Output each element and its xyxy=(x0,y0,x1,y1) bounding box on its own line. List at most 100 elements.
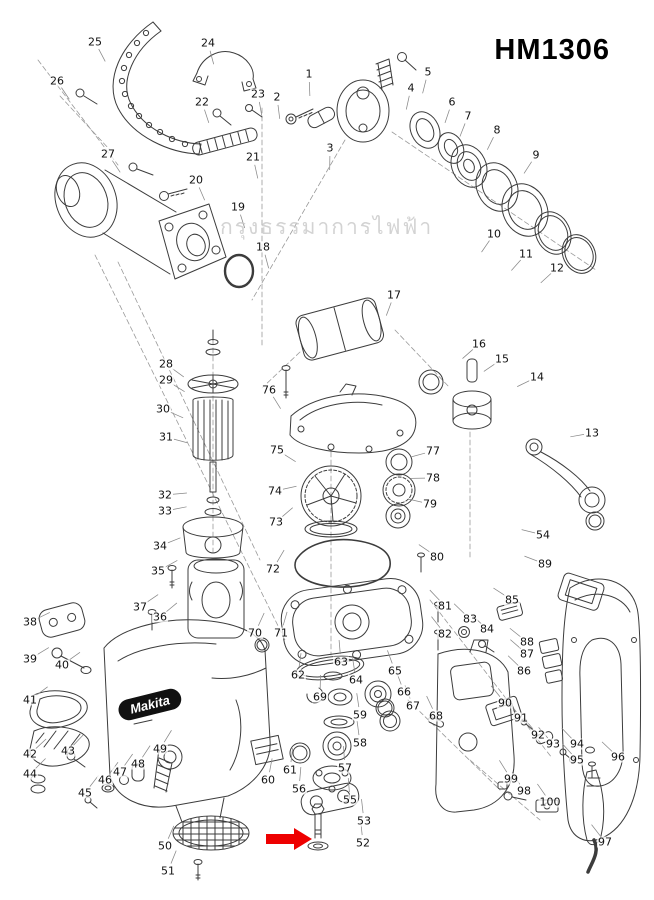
leader-line xyxy=(167,825,175,839)
leader-line xyxy=(283,453,296,462)
leader-line xyxy=(282,485,297,490)
model-title: HM1306 xyxy=(494,34,610,66)
part-number-60: 60 xyxy=(260,773,276,787)
cylinder-17 xyxy=(295,297,384,361)
part-number-14: 14 xyxy=(529,370,545,384)
part-number-37: 37 xyxy=(132,600,148,614)
leader-line xyxy=(426,695,433,709)
leader-line xyxy=(408,498,423,503)
leader-line xyxy=(112,160,121,173)
part-number-52: 52 xyxy=(355,836,371,850)
part-number-88: 88 xyxy=(519,635,535,649)
part-number-74: 74 xyxy=(267,484,283,498)
leader-line xyxy=(167,537,181,544)
part-number-20: 20 xyxy=(188,173,204,187)
leader-line xyxy=(570,434,585,438)
part-number-19: 19 xyxy=(230,200,246,214)
part-number-90: 90 xyxy=(497,696,513,710)
leader-line xyxy=(299,767,302,782)
part-number-15: 15 xyxy=(494,352,510,366)
leader-line xyxy=(459,123,466,137)
part-number-25: 25 xyxy=(87,35,103,49)
leader-line xyxy=(282,611,288,626)
part-number-77: 77 xyxy=(425,444,441,458)
leader-line xyxy=(462,349,474,359)
part-number-50: 50 xyxy=(157,839,173,853)
part-number-24: 24 xyxy=(200,36,216,50)
front-barrel xyxy=(54,162,227,280)
leader-line xyxy=(264,254,270,269)
part-number-71: 71 xyxy=(273,626,289,640)
leader-line xyxy=(164,560,178,568)
leader-line xyxy=(540,273,552,284)
leader-line xyxy=(562,743,572,755)
leader-line xyxy=(601,741,613,752)
leader-line xyxy=(36,686,48,696)
part-number-32: 32 xyxy=(157,488,173,502)
leader-line xyxy=(356,721,360,736)
leader-line xyxy=(490,685,501,698)
construction-lines xyxy=(37,59,597,821)
leader-line xyxy=(173,438,188,444)
part-number-27: 27 xyxy=(100,147,116,161)
leader-line xyxy=(240,214,246,229)
part-number-54: 54 xyxy=(535,528,551,542)
part-number-57: 57 xyxy=(337,761,353,775)
part-number-12: 12 xyxy=(549,261,565,275)
part-number-13: 13 xyxy=(584,426,600,440)
leader-line xyxy=(361,799,364,814)
leader-line xyxy=(352,658,356,673)
leader-line xyxy=(308,81,311,96)
part-number-70: 70 xyxy=(247,626,263,640)
part-number-95: 95 xyxy=(569,753,585,767)
leader-line xyxy=(269,758,273,773)
leader-line xyxy=(561,727,572,739)
lock-lever xyxy=(192,127,258,156)
part-number-93: 93 xyxy=(545,737,561,751)
part-number-94: 94 xyxy=(569,737,585,751)
part-number-51: 51 xyxy=(160,864,176,878)
part-number-49: 49 xyxy=(152,742,168,756)
part-number-67: 67 xyxy=(405,699,421,713)
watermark-text: กรุงธรรมาการไฟฟ้า xyxy=(220,215,434,239)
leader-line xyxy=(422,79,427,94)
leader-line xyxy=(521,529,536,534)
rear-cover xyxy=(435,639,515,813)
o-ring-18 xyxy=(223,253,255,289)
leader-line xyxy=(170,411,184,419)
part-number-79: 79 xyxy=(422,497,438,511)
piston-group xyxy=(418,358,492,430)
part-number-26: 26 xyxy=(49,74,65,88)
part-number-98: 98 xyxy=(516,784,532,798)
part-number-73: 73 xyxy=(268,515,284,529)
pinion-gears xyxy=(382,448,416,529)
leader-line xyxy=(483,363,496,372)
part-number-11: 11 xyxy=(518,247,534,261)
leader-line xyxy=(499,760,508,773)
leader-line xyxy=(142,745,151,758)
part-number-61: 61 xyxy=(282,763,298,777)
crank-gear xyxy=(300,465,362,538)
part-number-89: 89 xyxy=(537,557,553,571)
part-number-47: 47 xyxy=(112,765,128,779)
leader-line xyxy=(385,302,392,316)
leader-line xyxy=(338,640,341,655)
motor-housing: Makita xyxy=(103,619,271,823)
part-number-5: 5 xyxy=(423,65,433,79)
leader-line xyxy=(36,647,50,656)
part-number-44: 44 xyxy=(22,767,38,781)
leader-line xyxy=(73,734,84,746)
leader-line xyxy=(298,653,302,668)
part-number-16: 16 xyxy=(471,337,487,351)
connecting-rod xyxy=(525,438,606,531)
leader-line xyxy=(272,396,281,409)
part-number-99: 99 xyxy=(503,772,519,786)
leader-line xyxy=(537,783,546,796)
holder-bolt xyxy=(307,803,329,851)
part-number-35: 35 xyxy=(150,564,166,578)
crank-cap xyxy=(281,365,417,454)
small-screws-top xyxy=(75,88,263,201)
leader-line xyxy=(254,164,259,179)
part-number-75: 75 xyxy=(269,443,285,457)
